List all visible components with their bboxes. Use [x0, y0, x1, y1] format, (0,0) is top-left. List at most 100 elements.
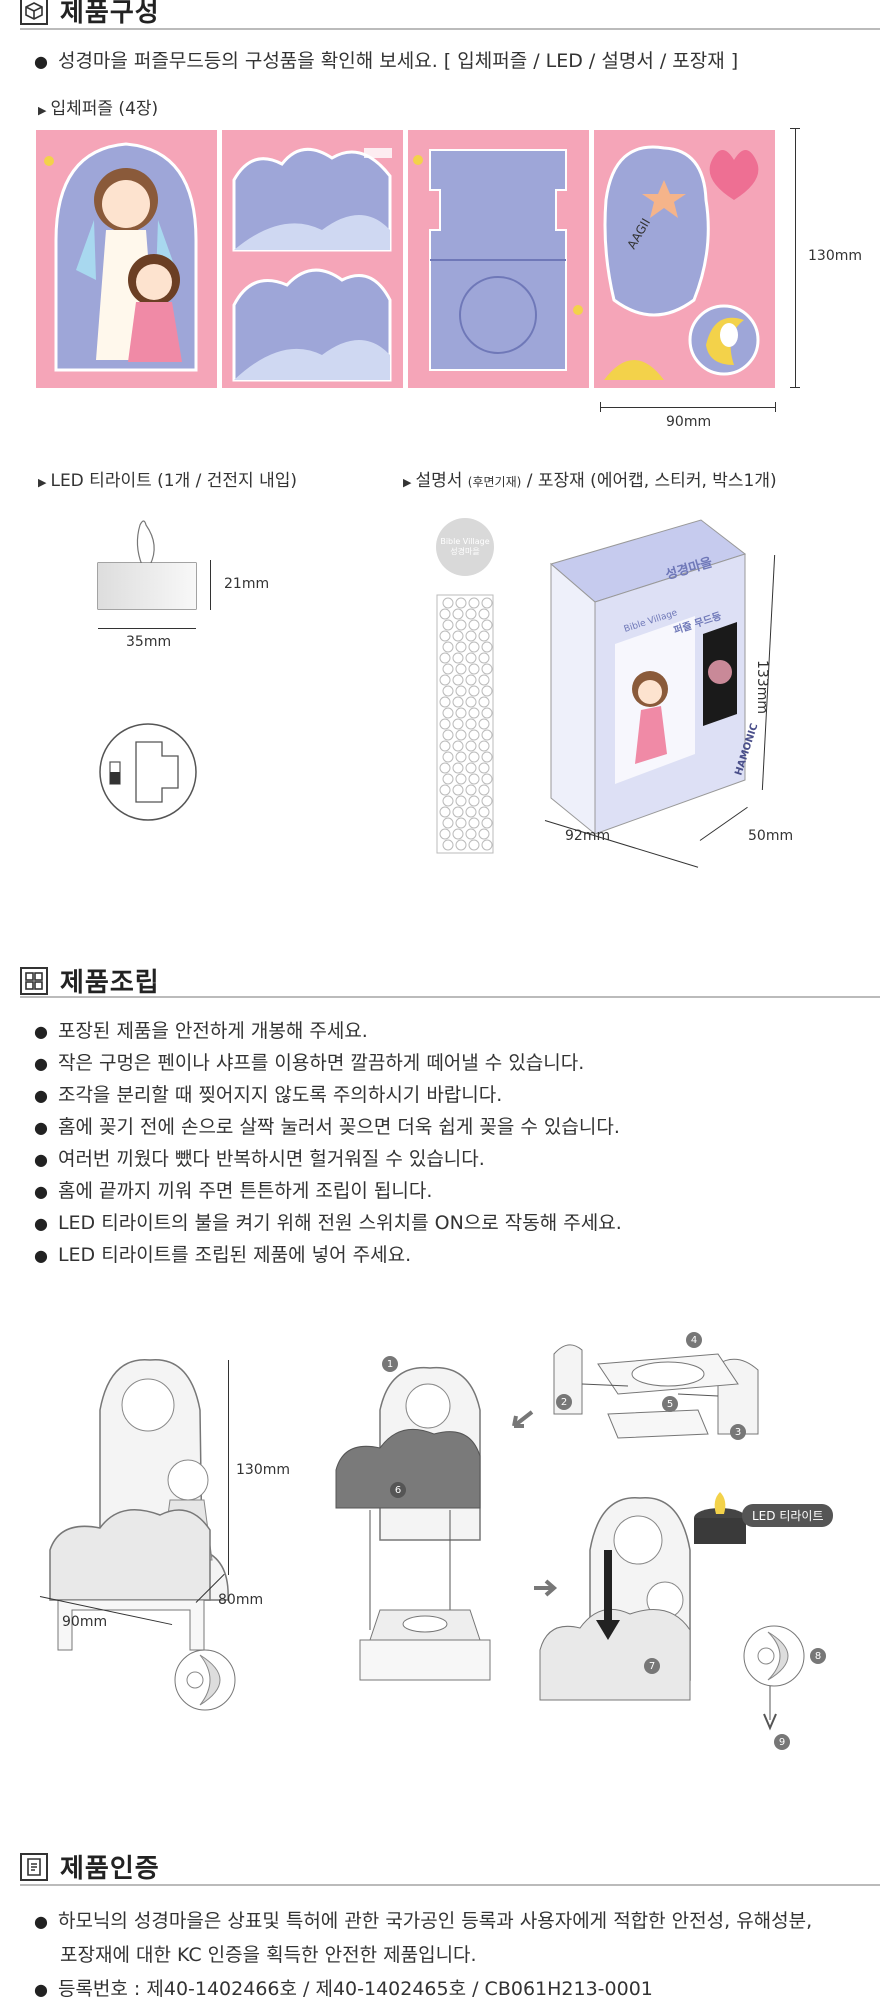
bubble	[439, 828, 451, 840]
bubble	[455, 707, 467, 719]
card-width-label: 90mm	[666, 414, 712, 430]
puzzle-card-clouds	[222, 130, 403, 388]
bubble	[481, 663, 493, 675]
bubble	[481, 817, 493, 829]
bubble	[455, 641, 467, 653]
bubble	[465, 784, 477, 796]
bubble	[452, 806, 464, 818]
assembled-height-label: 130mm	[236, 1462, 290, 1478]
bubble	[439, 696, 451, 708]
led-tag: LED 티라이트	[742, 1504, 834, 1527]
bubble	[478, 740, 490, 752]
bubble	[481, 839, 493, 851]
package-box: 성경마을 Bible Village 퍼즐 무드등 HAMONIC	[549, 519, 761, 836]
bubble	[442, 795, 454, 807]
bubble	[442, 707, 454, 719]
bubble	[439, 674, 451, 686]
bubble-wrap	[436, 594, 494, 854]
section-title: 제품구성	[60, 0, 160, 28]
bubble	[468, 795, 480, 807]
bubble	[478, 784, 490, 796]
bubble	[468, 751, 480, 763]
puzzle-card-extras: AAGII	[594, 130, 775, 388]
bubble	[465, 718, 477, 730]
power-switch	[110, 772, 120, 784]
puzzle-label: 입체퍼즐 (4장)	[50, 99, 159, 119]
led-width-label: 35mm	[126, 634, 172, 650]
bubble	[481, 685, 493, 697]
packaging-label: / 포장재 (에어캡, 스티커, 박스1개)	[521, 471, 777, 491]
card-height-dimension-line	[795, 128, 796, 388]
step-marker: 3	[730, 1424, 746, 1440]
bubble	[439, 762, 451, 774]
certification-text-cont: 포장재에 대한 KC 인증을 획득한 안전한 제품입니다.	[60, 1944, 477, 1966]
led-label: LED 티라이트 (1개 / 건전지 내입)	[50, 471, 297, 491]
assembled-width-label: 90mm	[62, 1614, 108, 1630]
bubble	[442, 641, 454, 653]
bubble	[455, 751, 467, 763]
bubble	[468, 685, 480, 697]
bubble	[468, 663, 480, 675]
bubble	[442, 663, 454, 675]
assembly-instruction: 조각을 분리할 때 찢어지지 않도록 주의하시기 바랍니다.	[34, 1080, 502, 1107]
bubble	[481, 641, 493, 653]
led-tealight-icon	[694, 1492, 746, 1544]
bubble	[439, 740, 451, 752]
bubble	[455, 685, 467, 697]
bubble	[465, 696, 477, 708]
bubble	[455, 597, 467, 609]
bubble	[478, 652, 490, 664]
assembly-instruction: 여러번 끼웠다 뺐다 반복하시면 헐거워질 수 있습니다.	[34, 1144, 485, 1171]
led-height-dimension-line	[210, 560, 211, 610]
step-marker: 9	[774, 1734, 790, 1750]
dimension-tick	[775, 402, 776, 412]
led-width-dimension-line	[98, 628, 196, 629]
bubble	[439, 784, 451, 796]
step-marker: 6	[390, 1482, 406, 1498]
dimension-tick	[600, 402, 601, 412]
bubble	[478, 762, 490, 774]
bubble	[481, 795, 493, 807]
bubble	[452, 652, 464, 664]
manual-subheading: ▶설명서 (후면기재) / 포장재 (에어캡, 스티커, 박스1개)	[403, 471, 777, 491]
led-subheading: ▶LED 티라이트 (1개 / 건전지 내입)	[38, 471, 297, 491]
step-marker: 2	[556, 1394, 572, 1410]
bubble	[465, 674, 477, 686]
bubble	[452, 718, 464, 730]
section-title: 제품조립	[60, 968, 160, 998]
moon-part-diagram	[743, 1625, 805, 1731]
bubble	[481, 707, 493, 719]
manual-label: 설명서	[415, 471, 468, 491]
bubble	[439, 718, 451, 730]
bubble	[468, 817, 480, 829]
final-assembly-diagram	[539, 1497, 691, 1701]
base-illustration	[413, 149, 583, 371]
bubble	[442, 773, 454, 785]
bubble	[465, 608, 477, 620]
step-marker: 4	[686, 1332, 702, 1348]
bubble	[439, 806, 451, 818]
bubble	[481, 619, 493, 631]
bubble	[452, 608, 464, 620]
bubble	[481, 729, 493, 741]
bubble	[478, 696, 490, 708]
bubble	[465, 762, 477, 774]
bubble	[465, 806, 477, 818]
bubble	[478, 674, 490, 686]
bubble	[439, 652, 451, 664]
bubble	[455, 729, 467, 741]
divider	[20, 996, 880, 998]
bubble	[468, 641, 480, 653]
bubble	[452, 762, 464, 774]
bubble	[452, 784, 464, 796]
assembled-product-diagram	[49, 1359, 236, 1711]
bubble	[468, 707, 480, 719]
bubble	[439, 608, 451, 620]
assembly-instruction: 포장된 제품을 안전하게 개봉해 주세요.	[34, 1016, 368, 1043]
bubble	[442, 619, 454, 631]
step-marker: 8	[810, 1648, 826, 1664]
extras-illustration: AAGII	[603, 145, 760, 380]
bubble	[465, 652, 477, 664]
bubble	[455, 817, 467, 829]
arrow-icon	[534, 1579, 558, 1597]
